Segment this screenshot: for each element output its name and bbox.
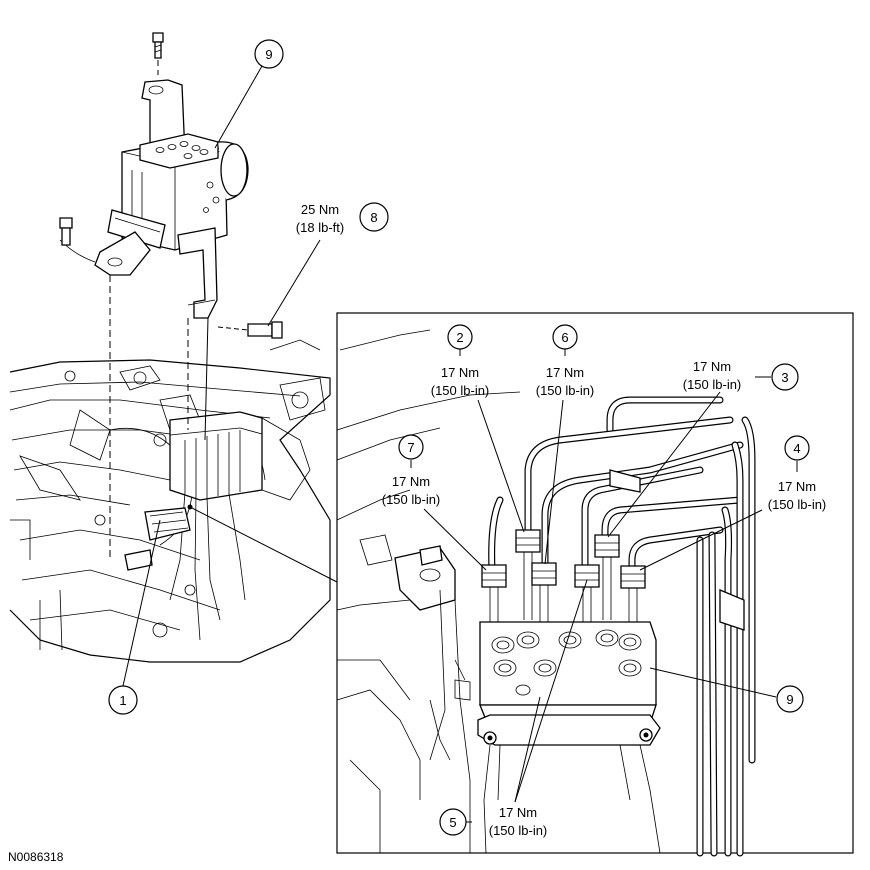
callout-6: 6 17 Nm (150 lb-in) [536, 324, 595, 398]
abs-module-exploded [59, 32, 283, 560]
callout-2-torque: 17 Nm [441, 365, 479, 380]
callout-1-number: 1 [119, 693, 126, 708]
callout-4-torque: 17 Nm [778, 479, 816, 494]
callout-6-torque-alt: (150 lb-in) [536, 383, 595, 398]
callout-3-torque-alt: (150 lb-in) [683, 377, 742, 392]
callout-1: 1 [108, 685, 138, 715]
callout-8-torque-alt: (18 lb-ft) [296, 220, 344, 235]
callout-3: 3 17 Nm (150 lb-in) [683, 359, 799, 392]
callout-7-torque-alt: (150 lb-in) [382, 492, 441, 507]
callout-9-inset-number: 9 [786, 692, 793, 707]
callout-4-torque-alt: (150 lb-in) [768, 497, 827, 512]
callout-6-number: 6 [561, 330, 568, 345]
callout-4-number: 4 [793, 441, 800, 456]
callout-3-torque: 17 Nm [693, 359, 731, 374]
figure-id: N0086318 [8, 850, 64, 864]
callout-4: 4 17 Nm (150 lb-in) [768, 435, 827, 512]
callout-8: 8 25 Nm (18 lb-ft) [296, 202, 389, 235]
callout-5-number: 5 [449, 815, 456, 830]
callout-2-number: 2 [456, 330, 463, 345]
inset-detail [189, 312, 854, 857]
callout-6-torque: 17 Nm [546, 365, 584, 380]
callout-9-top-number: 9 [265, 47, 272, 62]
callout-7-number: 7 [407, 440, 414, 455]
callout-2-torque-alt: (150 lb-in) [431, 383, 490, 398]
callout-7-torque: 17 Nm [392, 474, 430, 489]
callout-5-torque: 17 Nm [499, 805, 537, 820]
engine-bay-illustration [9, 339, 331, 663]
callout-8-torque: 25 Nm [301, 202, 339, 217]
callout-5: 5 17 Nm (150 lb-in) [439, 805, 548, 838]
callout-2: 2 17 Nm (150 lb-in) [431, 324, 490, 398]
callout-5-torque-alt: (150 lb-in) [489, 823, 548, 838]
leader-lines [122, 65, 798, 823]
callout-7: 7 17 Nm (150 lb-in) [382, 434, 441, 507]
callout-9-inset: 9 [776, 685, 804, 713]
callout-8-number: 8 [370, 210, 377, 225]
callout-3-number: 3 [781, 370, 788, 385]
callout-9-top: 9 [254, 39, 284, 69]
